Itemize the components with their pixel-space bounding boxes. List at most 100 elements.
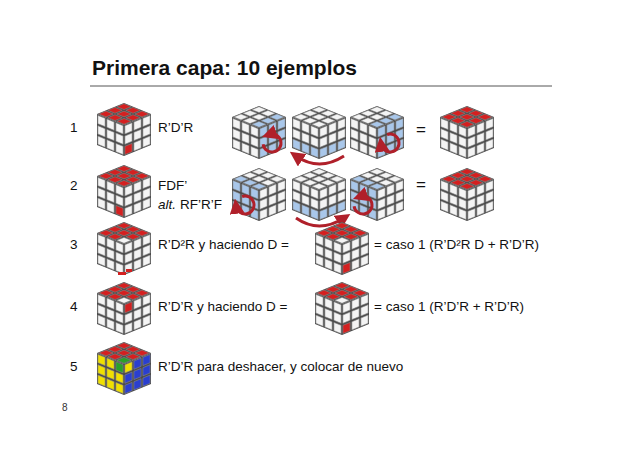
- cube-face: [134, 202, 141, 213]
- cube-face: [352, 298, 359, 309]
- cube-face: [125, 185, 132, 196]
- cube-face: [125, 123, 132, 134]
- cube-face: [98, 375, 105, 386]
- cube-face: [259, 179, 286, 221]
- cube-face: [116, 262, 123, 273]
- cube-face: [387, 194, 394, 205]
- cube-face: [343, 312, 350, 323]
- cube-face: [311, 126, 318, 137]
- cube-face: [134, 368, 141, 379]
- cube-face: [260, 126, 267, 137]
- cube-face: [316, 294, 323, 305]
- cube-face: [459, 146, 466, 157]
- cube-face: [98, 234, 105, 245]
- cube-face: [125, 312, 132, 323]
- cube-face: [450, 184, 457, 195]
- cube-face: [468, 146, 475, 157]
- cube-face: [387, 122, 394, 133]
- cube-face: [477, 184, 484, 195]
- cube-face: [98, 136, 105, 147]
- cube-face: [338, 191, 345, 202]
- cube-face: [325, 319, 332, 330]
- cube-face: [369, 126, 376, 137]
- cube-face: [233, 191, 240, 202]
- cube-face: [468, 198, 475, 209]
- cube-face: [125, 205, 132, 216]
- cube-face: [396, 118, 403, 129]
- move-note: R’D’R y haciendo D =: [158, 299, 287, 315]
- cube-face: [342, 233, 369, 275]
- turn-arrow: [296, 156, 344, 164]
- cube-face: [320, 136, 327, 147]
- cube-face: [338, 129, 345, 140]
- turn-arrow: [236, 196, 254, 214]
- cube-face: [334, 322, 341, 333]
- cube-face: [369, 136, 376, 147]
- cube-face: [125, 382, 132, 393]
- cube-face: [325, 248, 332, 259]
- row-number: 3: [70, 237, 78, 253]
- cube-face: [441, 180, 448, 191]
- cube-face: [116, 302, 123, 313]
- cube-face: [107, 298, 114, 309]
- cube-face: [98, 365, 105, 376]
- cube-face: [143, 305, 150, 316]
- cube-face: [98, 354, 105, 365]
- cube-face: [293, 180, 300, 191]
- cube-face: [143, 375, 150, 386]
- cube-face: [441, 139, 448, 150]
- cube-face: [338, 118, 345, 129]
- cube-face: [107, 238, 114, 249]
- cube-face: [124, 293, 151, 335]
- cube-face: [329, 184, 336, 195]
- cube-face: [486, 201, 493, 212]
- cube-face: [477, 122, 484, 133]
- cube-face: [269, 194, 276, 205]
- sticker-mark: [126, 269, 132, 272]
- cube-face: [441, 118, 448, 129]
- cube-face: [269, 205, 276, 216]
- cube-face: [467, 179, 494, 221]
- cube-face: [107, 181, 114, 192]
- cube-face: [233, 180, 240, 191]
- cube-face: [325, 238, 332, 249]
- cube-face: [134, 259, 141, 270]
- cube-face: [125, 195, 132, 206]
- cube-face: [143, 294, 150, 305]
- cube-face: [320, 126, 327, 137]
- cube-face: [98, 305, 105, 316]
- cube-face: [342, 293, 369, 335]
- cube-face: [116, 195, 123, 206]
- cube-face: [107, 119, 114, 130]
- cube-face: [361, 245, 368, 256]
- cube-face: [319, 179, 346, 221]
- cube-face: [334, 312, 341, 323]
- cube-face: [302, 143, 309, 154]
- cube-face: [360, 132, 367, 143]
- cube-face: [143, 354, 150, 365]
- cube-face: [315, 293, 342, 335]
- cube-face: [251, 126, 258, 137]
- cube-face: [116, 322, 123, 333]
- cube-face: [134, 379, 141, 390]
- move-sequence: RF’R’F: [180, 197, 222, 213]
- cube-face: [134, 181, 141, 192]
- cube-face: [293, 139, 300, 150]
- cube-face: [396, 180, 403, 191]
- cube-face: [125, 302, 132, 313]
- cube-face: [107, 319, 114, 330]
- cube-face: [124, 353, 151, 395]
- row-number: 2: [70, 178, 78, 194]
- cube-face: [134, 248, 141, 259]
- cube-face: [242, 132, 249, 143]
- equals-sign: =: [416, 122, 426, 138]
- cube-face: [329, 194, 336, 205]
- row-number: 4: [70, 299, 78, 315]
- cube-face: [116, 143, 123, 154]
- cube-face: [316, 255, 323, 266]
- cube-face: [302, 194, 309, 205]
- cube-face: [369, 146, 376, 157]
- cube-face: [143, 188, 150, 199]
- cube-face: [97, 233, 124, 275]
- cube-face: [450, 194, 457, 205]
